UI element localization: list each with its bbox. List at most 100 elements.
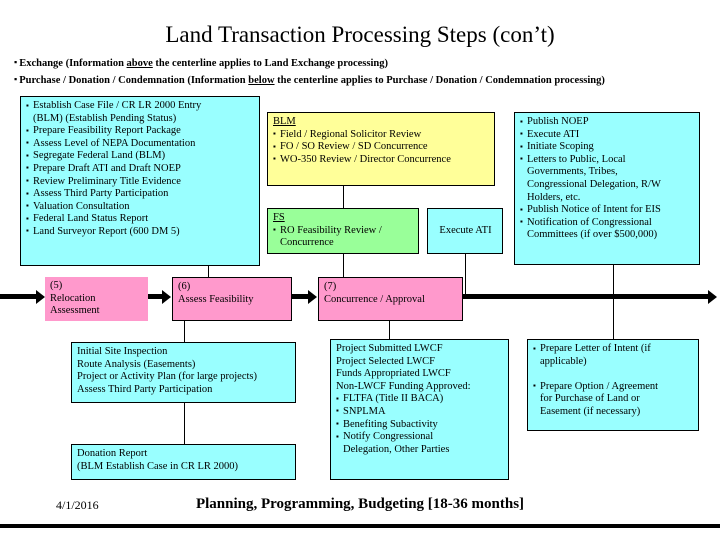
list-item: Prepare Option / Agreement	[533, 380, 694, 394]
connector-step7-to-lwcf	[389, 320, 390, 340]
legend-exchange-post: the centerline applies to Land Exchange …	[152, 58, 388, 69]
list-item: WO-350 Review / Director Concurrence	[273, 153, 490, 167]
list-item: Prepare Feasibility Report Package	[26, 125, 255, 138]
list-item: Assess Level of NEPA Documentation	[26, 137, 255, 151]
list-item: Governments, Tribes,	[527, 166, 618, 178]
list-item: Letters to Public, Local	[520, 153, 695, 167]
list-item: Execute ATI	[520, 128, 695, 142]
step-6-line1: Assess Feasibility	[178, 293, 254, 305]
box-publish-noep: Publish NOEP Execute ATI Initiate Scopin…	[514, 112, 700, 265]
footer-title: Planning, Programming, Budgeting [18-36 …	[195, 496, 525, 512]
list-item: Donation Report	[77, 448, 148, 459]
step-6-number: (6)	[178, 281, 191, 292]
page-title: Land Transaction Processing Steps (con’t…	[165, 22, 555, 47]
lwcf-sublist: FLTFA (Title II BACA) SNPLMA Benefiting …	[336, 393, 504, 456]
centerline-arrowhead-3	[308, 289, 317, 304]
box-letter-of-intent: Prepare Letter of Intent (if applicable)…	[527, 339, 699, 431]
list-item: Initiate Scoping	[520, 141, 695, 154]
connector-executeati-to-centerline	[465, 254, 466, 295]
list-item: Congressional Delegation, R/W	[527, 178, 661, 190]
centerline-segment-4	[463, 294, 709, 299]
footer-date: 4/1/2016	[56, 498, 99, 512]
centerline-arrowhead-2	[162, 289, 171, 304]
list-item: Publish NOEP	[520, 116, 695, 129]
connector-step6-to-initial	[184, 320, 185, 343]
step-5-line1: Relocation	[50, 292, 96, 304]
list-item: (BLM) (Establish Pending Status)	[33, 112, 177, 124]
list-item: Establish Case File / CR LR 2000 Entry	[26, 100, 255, 113]
list-item: Prepare Letter of Intent (if	[533, 343, 694, 356]
blm-list: Field / Regional Solicitor Review FO / S…	[273, 128, 490, 167]
list-item: Prepare Draft ATI and Draft NOEP	[26, 162, 255, 176]
list-item: Field / Regional Solicitor Review	[273, 128, 490, 142]
box-donation-report: Donation Report (BLM Establish Case in C…	[71, 444, 296, 480]
list-item: Delegation, Other Parties	[343, 443, 450, 455]
list-item: Concurrence	[280, 237, 334, 249]
centerline-segment-3	[292, 294, 309, 299]
list-item: Publish Notice of Intent for EIS	[520, 204, 695, 217]
bullet-dot-icon: ▪	[14, 74, 18, 84]
step-5-relocation-assessment: (5) Relocation Assessment	[45, 277, 148, 321]
list-item: Valuation Consultation	[26, 200, 255, 214]
list-item: RO Feasibility Review /	[273, 224, 414, 238]
connector-centerline-to-letter	[613, 299, 614, 340]
list-item: Project or Activity Plan (for large proj…	[77, 371, 258, 383]
list-item: Assess Third Party Participation	[77, 383, 213, 395]
list-item: Initial Site Inspection	[77, 346, 168, 357]
connector-noep-to-centerline	[613, 265, 614, 295]
list-item: (BLM Establish Case in CR LR 2000)	[77, 460, 238, 472]
list-item: Review Preliminary Title Evidence	[26, 175, 255, 189]
list-item: Project Submitted LWCF	[336, 343, 443, 354]
box-establish-case-file: Establish Case File / CR LR 2000 Entry (…	[20, 96, 260, 266]
legend-line-exchange: ▪Exchange (Information above the centerl…	[14, 57, 388, 69]
step-5-number: (5)	[50, 280, 63, 291]
list-item: Non-LWCF Funding Approved:	[336, 380, 471, 392]
list-item: Route Analysis (Easements)	[77, 358, 196, 370]
list-item	[533, 368, 694, 381]
bullet-dot-icon: ▪	[14, 57, 18, 67]
list-item: Benefiting Subactivity	[336, 418, 504, 432]
steps-list: Establish Case File / CR LR 2000 Entry (…	[26, 100, 255, 239]
list-item: FO / SO Review / SD Concurrence	[273, 141, 490, 154]
connector-initial-to-donation	[184, 403, 185, 445]
list-item: Holders, etc.	[527, 191, 581, 203]
box-initial-site-inspection: Initial Site Inspection Route Analysis (…	[71, 342, 296, 403]
footer-rule	[0, 524, 720, 528]
connector-blm-to-fs	[343, 186, 344, 209]
list-item: Notification of Congressional	[520, 216, 695, 230]
list-item: Assess Third Party Participation	[26, 188, 255, 201]
fs-heading: FS	[273, 212, 285, 223]
execute-ati-label: Execute ATI	[439, 224, 492, 236]
list-item: Project Selected LWCF	[336, 355, 435, 367]
list-item: Notify Congressional	[336, 431, 504, 444]
legend-purchase-underlined: below	[248, 75, 275, 86]
box-execute-ati: Execute ATI	[427, 208, 503, 254]
list-item: FLTFA (Title II BACA)	[336, 393, 504, 406]
list-item: Easement (if necessary)	[540, 405, 641, 417]
step-6-assess-feasibility: (6) Assess Feasibility	[172, 277, 292, 321]
list-item: Land Surveyor Report (600 DM 5)	[26, 225, 255, 239]
box-blm-review: BLM Field / Regional Solicitor Review FO…	[267, 112, 495, 186]
legend-purchase-pre: Purchase / Donation / Condemnation (Info…	[19, 75, 249, 86]
noep-list: Publish NOEP Execute ATI Initiate Scopin…	[520, 116, 695, 242]
list-item: Funds Appropriated LWCF	[336, 368, 451, 380]
list-item: Federal Land Status Report	[26, 213, 255, 226]
letter-list: Prepare Letter of Intent (if applicable)…	[533, 343, 694, 419]
list-item: Segregate Federal Land (BLM)	[26, 150, 255, 163]
step-7-concurrence-approval: (7) Concurrence / Approval	[318, 277, 463, 321]
legend-exchange-pre: Exchange (Information	[19, 58, 127, 69]
box-fs-review: FS RO Feasibility Review / Concurrence	[267, 208, 419, 254]
list-item: for Purchase of Land or	[540, 393, 640, 405]
box-lwcf-funding: Project Submitted LWCF Project Selected …	[330, 339, 509, 480]
centerline-segment-2	[148, 294, 164, 299]
step-5-line2: Assessment	[50, 305, 100, 317]
fs-list: RO Feasibility Review / Concurrence	[273, 224, 414, 250]
legend-line-purchase: ▪Purchase / Donation / Condemnation (Inf…	[14, 74, 605, 86]
centerline-segment-1	[0, 294, 38, 299]
list-item: SNPLMA	[336, 405, 504, 419]
legend-purchase-post: the centerline applies to Purchase / Don…	[274, 75, 605, 86]
step-7-number: (7)	[324, 281, 337, 292]
connector-fs-to-centerline	[343, 254, 344, 295]
centerline-arrowhead-4	[708, 289, 717, 304]
